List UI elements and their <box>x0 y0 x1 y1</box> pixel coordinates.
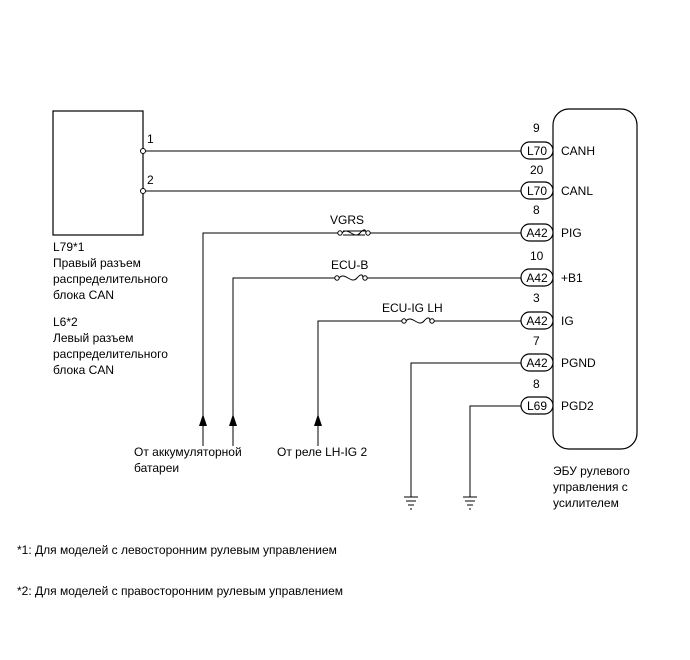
battery-source-label-line-2: батареи <box>134 461 179 475</box>
signal-name: PGD2 <box>561 399 594 413</box>
connector-row-canh: 9 L70 CANH <box>520 121 595 160</box>
connector-row-pig: 8 A42 PIG <box>520 203 582 242</box>
footnote-2: *2: Для моделей с правосторонним рулевым… <box>17 584 344 598</box>
ground-icon-pgd2 <box>463 496 477 510</box>
pin-number: 8 <box>533 203 540 217</box>
relay-source-label: От реле LH-IG 2 <box>277 445 367 459</box>
connector-code: L69 <box>527 399 547 413</box>
signal-name: +B1 <box>561 271 583 285</box>
can-junction-connector-box <box>52 110 144 236</box>
connector-row-pgnd: 7 A42 PGND <box>520 334 596 372</box>
ecu-b-fuse-icon <box>334 274 368 281</box>
arrow-up-icon-relay <box>314 414 322 426</box>
wire-ig-left <box>317 320 404 422</box>
wire-b1-left <box>232 277 337 422</box>
left-pin-2-label: 2 <box>147 173 154 187</box>
left-pin-1-label: 1 <box>147 132 154 146</box>
connector-row-canl: 20 L70 CANL <box>520 163 593 200</box>
left-pin-1-terminal <box>140 148 146 154</box>
signal-name: PIG <box>561 226 582 240</box>
left-block-label2-line-1: L6*2 <box>53 315 78 329</box>
left-block-label2-line-2: Левый разъем <box>53 331 133 345</box>
wire-pgd2 <box>469 405 521 497</box>
connector-row-pgd2: 8 L69 PGD2 <box>520 377 594 415</box>
connector-code: A42 <box>526 271 548 285</box>
vgrs-fuse-icon <box>337 229 371 236</box>
pin-number: 10 <box>530 249 544 263</box>
ecu-label-line-2: управления с <box>553 480 628 494</box>
arrow-up-icon-battery-2 <box>229 414 237 426</box>
ground-icon-pgnd <box>404 496 418 510</box>
pin-number: 9 <box>533 121 540 135</box>
signal-name: CANL <box>561 184 593 198</box>
connector-code: A42 <box>526 226 548 240</box>
arrow-up-icon-battery-1 <box>199 414 207 426</box>
connector-code: L70 <box>527 184 547 198</box>
signal-name: PGND <box>561 356 596 370</box>
ecu-b-fuse-label: ECU-B <box>331 258 368 272</box>
pin-number: 3 <box>533 291 540 305</box>
left-block-label-line-3: распределительного <box>53 272 168 286</box>
left-block-label-line-2: Правый разъем <box>53 256 141 270</box>
left-pin-2-terminal <box>140 188 146 194</box>
ecu-label-line-3: усилителем <box>553 496 619 510</box>
ecu-label-line-1: ЭБУ рулевого <box>553 464 630 478</box>
connector-code: L70 <box>527 144 547 158</box>
pin-number: 7 <box>533 334 540 348</box>
left-block-label2-line-3: распределительного <box>53 347 168 361</box>
signal-name: IG <box>561 314 574 328</box>
connector-row-ig: 3 A42 IG <box>520 291 574 330</box>
connector-code: A42 <box>526 356 548 370</box>
pin-number: 20 <box>530 163 544 177</box>
left-block-label2-line-4: блока CAN <box>53 363 114 377</box>
left-block-label-line-4: блока CAN <box>53 288 114 302</box>
battery-source-label-line-1: От аккумуляторной <box>134 445 242 459</box>
signal-name: CANH <box>561 144 595 158</box>
ecu-ig-lh-fuse-label: ECU-IG LH <box>382 301 443 315</box>
connector-row-b1: 10 A42 +B1 <box>520 249 583 287</box>
vgrs-fuse-label: VGRS <box>330 213 364 227</box>
pin-number: 8 <box>533 377 540 391</box>
ecu-ig-lh-fuse-icon <box>401 317 435 324</box>
connector-code: A42 <box>526 314 548 328</box>
wire-pgnd <box>410 362 521 497</box>
wire-pig-left <box>202 232 340 422</box>
footnote-1: *1: Для моделей с левосторонним рулевым … <box>17 543 337 557</box>
left-block-label-line-1: L79*1 <box>53 240 85 254</box>
